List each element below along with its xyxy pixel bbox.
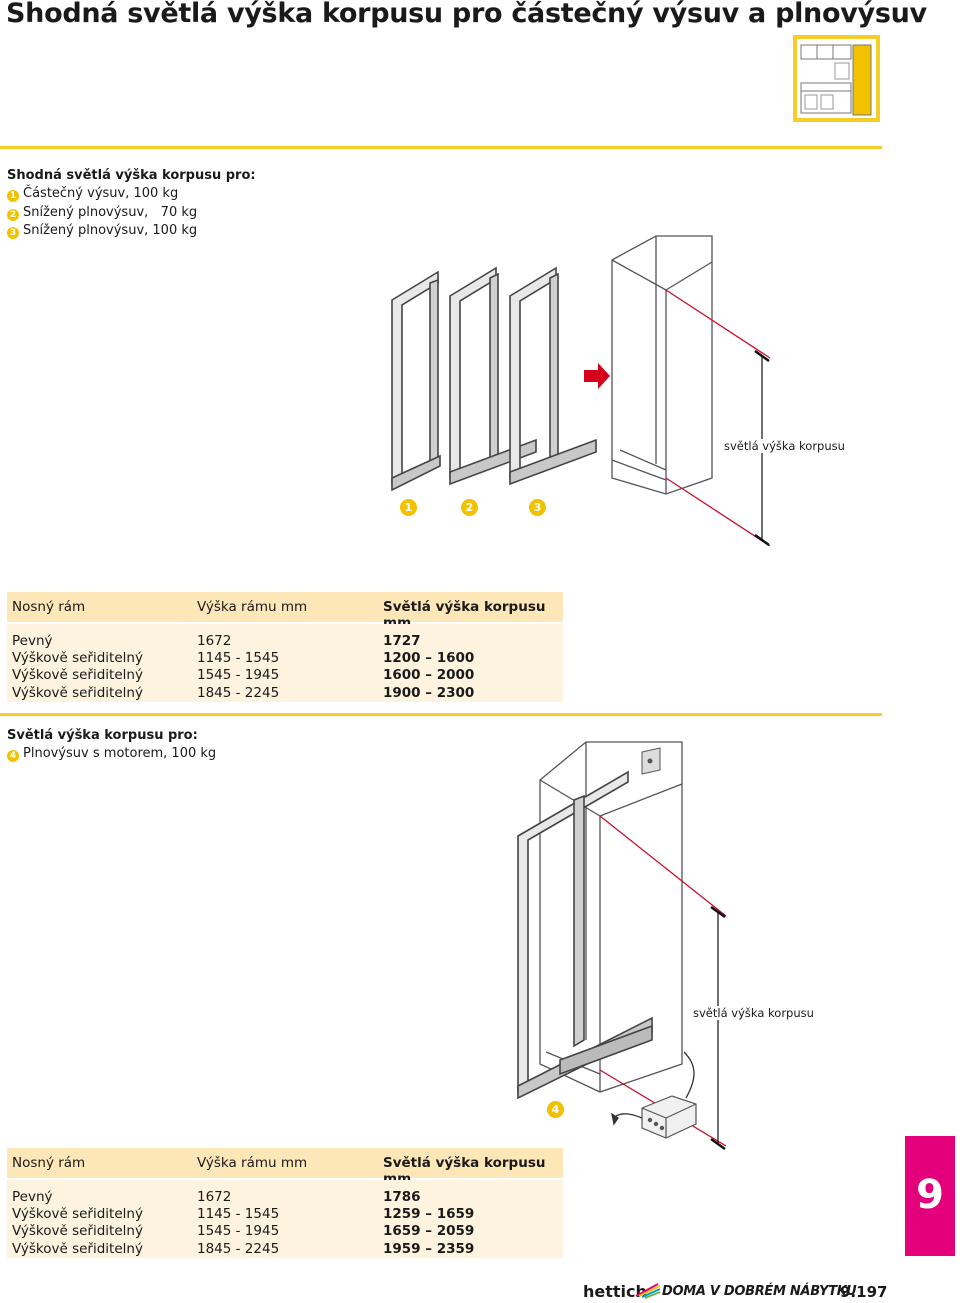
table-cell: Výškově seřiditelný [12, 667, 143, 684]
table-cell: 1672 [197, 633, 232, 649]
list-item: 4 Plnovýsuv s motorem, 100 kg [7, 745, 216, 763]
table-column-frame-height: 1672 1145 - 1545 1545 - 1945 1845 - 2245 [197, 1189, 279, 1258]
table-cell: Výškově seřiditelný [12, 684, 143, 701]
table-cell: 1900 – 2300 [383, 684, 475, 701]
number-badge: 2 [7, 208, 19, 221]
table-cell: Výškově seřiditelný [12, 650, 143, 667]
table-cell: 1959 – 2359 [383, 1240, 475, 1257]
list-item-text: Snížený plnovýsuv, 100 kg [23, 223, 198, 239]
table-cell: Výškově seřiditelný [12, 1223, 143, 1240]
table-column-frame: Pevný Výškově seřiditelný Výškově seřidi… [12, 1189, 143, 1258]
insert-arrow-icon [584, 363, 610, 389]
dimension-label: světlá výška korpusu [693, 1006, 814, 1020]
table-column-clear-height: 1786 1259 – 1659 1659 – 2059 1959 – 2359 [383, 1189, 474, 1258]
pullout-frame-1 [391, 270, 441, 492]
section2-heading: Světlá výška korpusu pro: [7, 728, 198, 743]
table-cell: Výškově seřiditelný [12, 1240, 143, 1257]
table-cell: 1259 – 1659 [383, 1206, 475, 1223]
table-cell: Pevný [12, 633, 53, 649]
list-item-text: Částečný výsuv, 100 kg [23, 186, 179, 202]
page-title: Shodná světlá výška korpusu pro částečný… [6, 0, 927, 29]
table-cell: 1786 [383, 1189, 421, 1205]
list-item: 2 Snížený plnovýsuv, 70 kg [7, 204, 256, 222]
chapter-tab: 9 [905, 1136, 955, 1256]
section1-list: Shodná světlá výška korpusu pro: 1 Částeč… [7, 167, 256, 241]
table-cell: Výškově seřiditelný [12, 1206, 143, 1223]
table-cell: Pevný [12, 1189, 53, 1205]
table-body: Pevný Výškově seřiditelný Výškově seřidi… [7, 624, 563, 702]
brand-stripes-icon [635, 1283, 661, 1299]
section1-heading: Shodná světlá výška korpusu pro: [7, 168, 256, 183]
column-header: Výška rámu mm [197, 1155, 308, 1171]
table-column-frame: Pevný Výškově seřiditelný Výškově seřidi… [12, 633, 143, 702]
mounting-bracket-icon [641, 747, 661, 775]
section-divider [0, 713, 882, 716]
table-body: Pevný Výškově seřiditelný Výškově seřidi… [7, 1180, 563, 1258]
table-cell: 1145 - 1545 [197, 1206, 280, 1223]
table-column-clear-height: 1727 1200 – 1600 1600 – 2000 1900 – 2300 [383, 633, 474, 702]
column-header: Nosný rám [12, 1155, 86, 1171]
number-badge: 1 [7, 190, 19, 203]
list-item-text: Snížený plnovýsuv, 70 kg [23, 204, 198, 220]
table-cell: 1845 - 2245 [197, 1240, 280, 1257]
pullout-frame-4 [517, 770, 653, 1100]
table-column-frame-height: 1672 1145 - 1545 1545 - 1945 1845 - 2245 [197, 633, 279, 702]
table-cell: 1545 - 1945 [197, 667, 280, 684]
pullout-frame-3 [509, 266, 597, 486]
brand-logo: hettich [583, 1282, 647, 1301]
power-cable-icon [611, 1051, 695, 1126]
column-header: Výška rámu mm [197, 599, 308, 615]
table-2: Nosný rám Výška rámu mm Světlá výška kor… [7, 1148, 563, 1258]
thumbnail-image [793, 35, 880, 122]
brand-slogan: DOMA V DOBRÉM NÁBYTKU [662, 1284, 857, 1299]
number-badge: 3 [7, 227, 19, 240]
cabinet-outline [611, 235, 713, 495]
number-badge: 4 [7, 750, 19, 763]
table-cell: 1600 – 2000 [383, 667, 475, 684]
number-badge: 4 [547, 1101, 564, 1118]
table-cell: 1659 – 2059 [383, 1223, 475, 1240]
table-cell: 1672 [197, 1189, 232, 1205]
column-header: Nosný rám [12, 599, 86, 615]
motor-control-box-icon [641, 1095, 697, 1139]
kitchen-interior-icon [797, 39, 876, 118]
section-divider [0, 146, 882, 149]
dimension-label: světlá výška korpusu [724, 439, 845, 453]
table-cell: 1145 - 1545 [197, 650, 280, 667]
pullout-frames-diagram [391, 235, 771, 547]
table-header: Nosný rám Výška rámu mm Světlá výška kor… [7, 1148, 563, 1187]
table-cell: 1845 - 2245 [197, 684, 280, 701]
number-badge: 1 [400, 499, 417, 516]
table-1: Nosný rám Výška rámu mm Světlá výška kor… [7, 592, 563, 702]
page-number: 9.197 [840, 1283, 888, 1301]
pullout-frame-2 [449, 266, 537, 486]
section2-list: Světlá výška korpusu pro: 4 Plnovýsuv s m… [7, 727, 216, 764]
table-cell: 1727 [383, 633, 421, 649]
table-cell: 1545 - 1945 [197, 1223, 280, 1240]
list-item-text: Plnovýsuv s motorem, 100 kg [23, 746, 217, 762]
chapter-number: 9 [916, 1172, 944, 1218]
table-cell: 1200 – 1600 [383, 650, 475, 667]
number-badge: 3 [529, 499, 546, 516]
height-dimension [665, 289, 771, 547]
number-badge: 2 [461, 499, 478, 516]
list-item: 3 Snížený plnovýsuv, 100 kg [7, 222, 256, 240]
list-item: 1 Částečný výsuv, 100 kg [7, 185, 256, 203]
